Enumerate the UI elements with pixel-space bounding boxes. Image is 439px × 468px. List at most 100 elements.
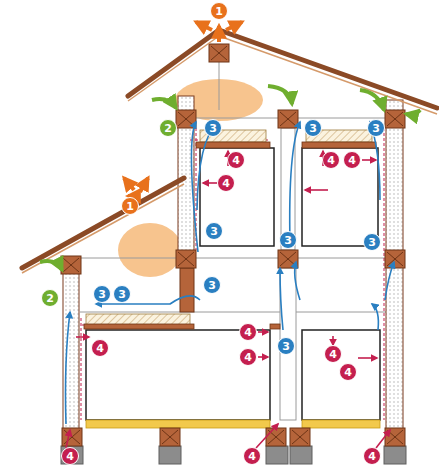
intake-arrows: [40, 261, 62, 270]
beams: [266, 428, 286, 446]
intake-arrows: [40, 86, 420, 270]
air-flow-arrows: [66, 312, 71, 424]
insulation: [196, 142, 270, 148]
heat-arrows: [203, 182, 218, 184]
insulation: [302, 142, 376, 148]
roofs: [219, 30, 437, 108]
callout-number: 1: [210, 2, 228, 20]
attic-air: [118, 223, 182, 277]
roofs: [22, 178, 184, 268]
roofs: [22, 30, 437, 268]
heat-arrows: [66, 151, 390, 448]
floor-insulation: [86, 420, 270, 428]
heat-arrows: [66, 430, 70, 448]
beams: [385, 250, 405, 268]
footings: [290, 446, 312, 464]
footings: [61, 446, 83, 464]
air-flow-arrows: [66, 122, 395, 424]
callout-number: 4: [227, 151, 245, 169]
frame-lines: [62, 258, 404, 259]
heat-arrows: [362, 159, 376, 161]
heat-arrows: [258, 331, 268, 333]
exhaust-arrows: [217, 26, 221, 42]
heat-arrows: [76, 336, 89, 338]
floor-insulation: [86, 420, 380, 428]
roof-inner: [219, 36, 437, 114]
beams: [160, 428, 180, 446]
heat-arrows: [376, 430, 390, 448]
frame-lines: [62, 60, 404, 312]
callout-number: 3: [279, 231, 297, 249]
rooms: [86, 330, 270, 420]
air-flow-arrows: [290, 122, 300, 244]
roof-inner: [22, 184, 184, 273]
vapour-barrier: [81, 128, 384, 420]
exhaust-arrows: [226, 22, 242, 30]
insulation: [84, 130, 376, 329]
beams: [290, 428, 310, 446]
air-flow-arrows: [191, 122, 198, 252]
roof-inner: [22, 36, 437, 273]
footings: [384, 446, 406, 464]
rooms: [86, 148, 380, 420]
callout-number: 3: [277, 337, 295, 355]
beams: [209, 44, 229, 62]
callout-number: 4: [239, 348, 257, 366]
heat-arrows: [256, 424, 278, 448]
frame-lines: [80, 312, 386, 313]
beams: [176, 110, 196, 128]
callout-number: 1: [121, 197, 139, 215]
callout-number: 4: [363, 447, 381, 465]
callout-number: 4: [339, 363, 357, 381]
callout-number: 4: [343, 151, 361, 169]
callout-number: 3: [113, 285, 131, 303]
callout-number: 4: [217, 174, 235, 192]
callout-number: 4: [61, 447, 79, 465]
exhaust-arrows: [140, 178, 148, 192]
callout-number: 3: [93, 285, 111, 303]
walls: [63, 262, 79, 430]
callout-number: 4: [324, 345, 342, 363]
frame-lines: [219, 60, 220, 110]
intake-arrows: [268, 86, 292, 104]
callout-number: 3: [304, 119, 322, 137]
beams: [385, 428, 405, 446]
beams: [278, 110, 298, 128]
exhaust-arrows: [196, 22, 212, 30]
rooms: [200, 148, 274, 246]
callout-number: 3: [363, 233, 381, 251]
callout-number: 3: [205, 222, 223, 240]
heat-arrows: [258, 356, 268, 358]
callout-number: 4: [239, 323, 257, 341]
air-flow-arrows: [385, 262, 394, 300]
footings: [61, 446, 406, 464]
vapour-barrier: [81, 318, 82, 420]
callout-number: 3: [204, 119, 222, 137]
callout-number: 2: [159, 119, 177, 137]
callout-number: 2: [41, 289, 59, 307]
callout-number: 3: [367, 119, 385, 137]
callout-number: 4: [243, 447, 261, 465]
air-flow-arrows: [295, 262, 300, 300]
insulation: [270, 324, 280, 329]
exhaust-arrows: [124, 22, 242, 196]
beams: [176, 250, 196, 268]
callout-number: 3: [203, 276, 221, 294]
air-flow-arrows: [280, 268, 283, 330]
footings: [159, 446, 181, 464]
insulation: [84, 324, 194, 329]
rooms: [302, 330, 380, 420]
walls: [63, 96, 403, 430]
beams: [385, 110, 405, 128]
footings: [266, 446, 288, 464]
heat-arrows: [305, 189, 328, 191]
rooms: [302, 148, 378, 246]
intake-arrows: [360, 90, 384, 110]
air-flow-arrows: [96, 296, 200, 304]
intake-arrows: [406, 110, 420, 115]
heat-arrows: [332, 336, 334, 345]
callout-number: 4: [322, 151, 340, 169]
vapour-barrier: [384, 128, 385, 420]
